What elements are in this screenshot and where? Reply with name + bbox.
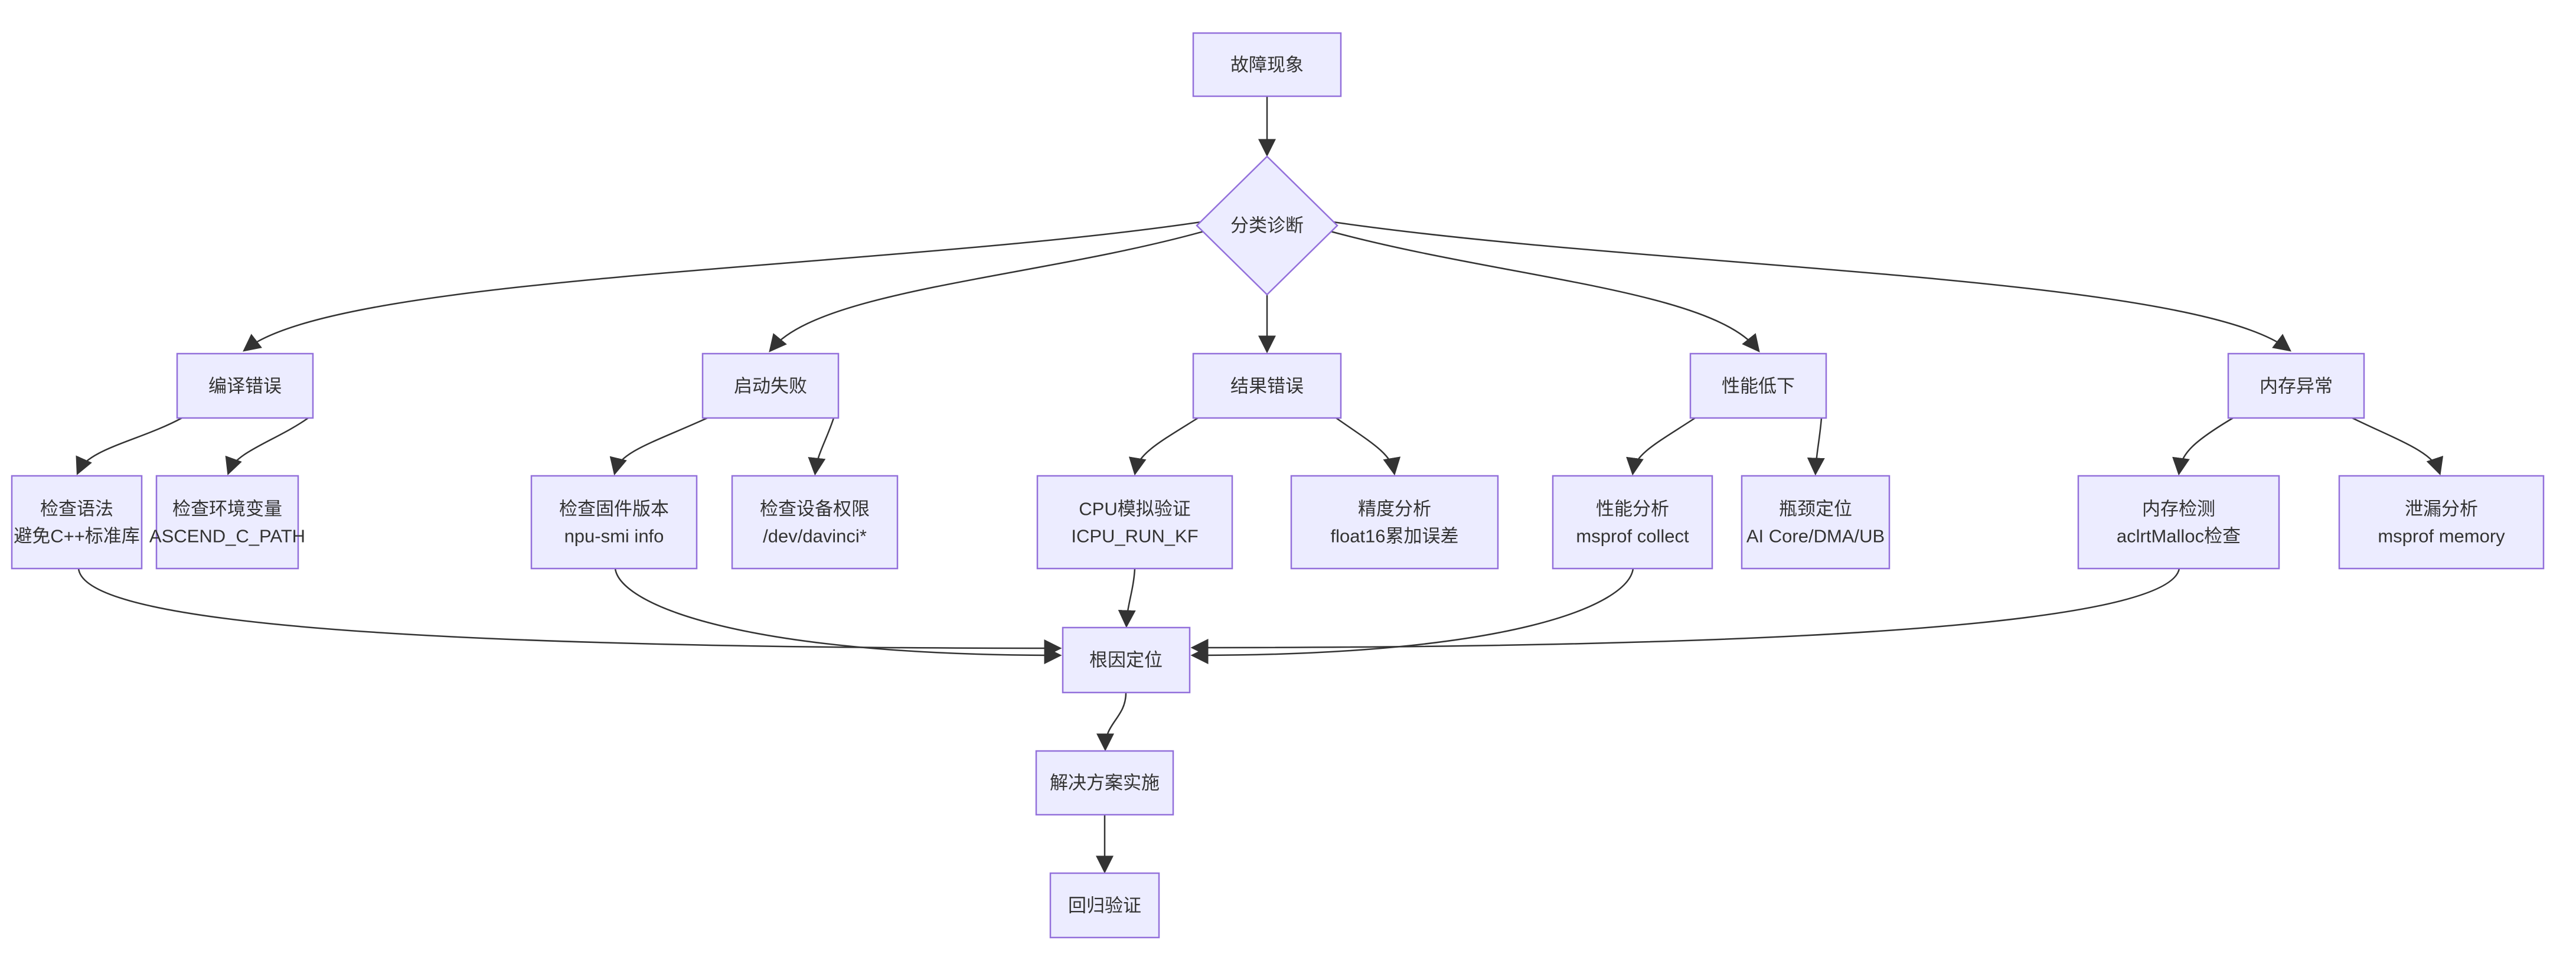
node-bottleneck-label: 瓶颈定位 [1779,499,1852,520]
node-root: 根因定位 [1062,626,1191,694]
node-classify-label: 分类诊断 [1230,215,1304,236]
node-precision-label: 精度分析 [1358,499,1431,520]
edge-firmware-root [614,568,1062,664]
node-perf-label: 性能低下 [1722,376,1795,397]
node-cpusim: CPU模拟验证 ICPU_RUN_KF [1036,475,1233,570]
node-leak-label: 泄漏分析 [2405,499,2478,520]
edge-cpusim-root [1118,568,1136,628]
node-devperm-label: 检查设备权限 [760,499,870,520]
node-syntax-label: 检查语法 [40,499,113,520]
node-memcheck-label: 内存检测 [2142,499,2215,520]
edge-perf-perfprof [1626,417,1696,476]
node-precision-sublabel: float16累加误差 [1330,526,1458,547]
node-regression-label: 回归验证 [1068,896,1141,916]
node-devperm-sublabel: /dev/davinci* [763,526,867,547]
edge-classify-perf [1328,230,1760,352]
edge-compile-envvar [225,417,309,476]
node-perf: 性能低下 [1689,352,1827,419]
node-solution: 解决方案实施 [1035,750,1174,816]
node-leak: 泄漏分析 msprof memory [2338,475,2545,570]
node-solution-label: 解决方案实施 [1050,773,1160,793]
node-envvar: 检查环境变量 ASCEND_C_PATH [149,475,305,570]
node-devperm: 检查设备权限 /dev/davinci* [731,475,899,570]
node-envvar-label: 检查环境变量 [172,499,282,520]
edge-memcheck-root [1190,568,2180,657]
node-start-label: 故障现象 [1230,55,1304,76]
node-compile-label: 编译错误 [208,376,282,397]
node-envvar-sublabel: ASCEND_C_PATH [149,526,305,547]
node-memcheck: 内存检测 aclrtMalloc检查 [2077,475,2280,570]
node-regression: 回归验证 [1049,872,1160,939]
edge-memory-memcheck [2172,417,2234,476]
node-cpusim-label: CPU模拟验证 [1079,499,1190,520]
node-perfprof-sublabel: msprof collect [1576,526,1689,547]
edge-classify-compile [243,221,1202,352]
node-leak-sublabel: msprof memory [2378,526,2505,547]
edge-launch-firmware [609,417,708,476]
node-precision: 精度分析 float16累加误差 [1290,475,1499,570]
node-memcheck-sublabel: aclrtMalloc检查 [2117,526,2241,547]
node-root-label: 根因定位 [1089,650,1163,671]
node-perfprof-label: 性能分析 [1596,499,1669,520]
node-firmware-sublabel: npu-smi info [564,526,664,547]
edge-layer [76,96,2444,874]
edge-root-solution [1096,692,1127,752]
edge-result-cpusim [1128,417,1199,476]
node-start: 故障现象 [1192,32,1342,97]
edge-syntax-root [77,568,1062,657]
edge-memory-leak [2352,417,2444,476]
node-firmware-label: 检查固件版本 [559,499,669,520]
node-compile: 编译错误 [176,352,314,419]
node-syntax-sublabel: 避免C++标准库 [14,526,140,547]
edge-classify-launch [769,230,1206,352]
node-launch-label: 启动失败 [734,376,807,397]
edge-launch-devperm [808,417,835,476]
edge-result-precision [1336,417,1401,476]
node-syntax: 检查语法 避免C++标准库 [11,475,143,570]
node-bottleneck: 瓶颈定位 AI Core/DMA/UB [1741,475,1891,570]
node-result: 结果错误 [1192,352,1342,419]
edge-classify-memory [1333,221,2291,352]
edge-perfprof-root [1190,568,1634,664]
node-memory: 内存异常 [2227,352,2365,419]
node-cpusim-sublabel: ICPU_RUN_KF [1071,526,1198,547]
node-launch: 启动失败 [701,352,840,419]
edge-perf-bottleneck [1807,417,1825,476]
node-result-label: 结果错误 [1230,376,1304,397]
node-memory-label: 内存异常 [2260,376,2333,397]
node-bottleneck-sublabel: AI Core/DMA/UB [1746,526,1885,547]
node-perfprof: 性能分析 msprof collect [1552,475,1713,570]
node-classify: 分类诊断 [1196,155,1338,296]
node-firmware: 检查固件版本 npu-smi info [530,475,698,570]
edge-compile-syntax [76,417,182,475]
